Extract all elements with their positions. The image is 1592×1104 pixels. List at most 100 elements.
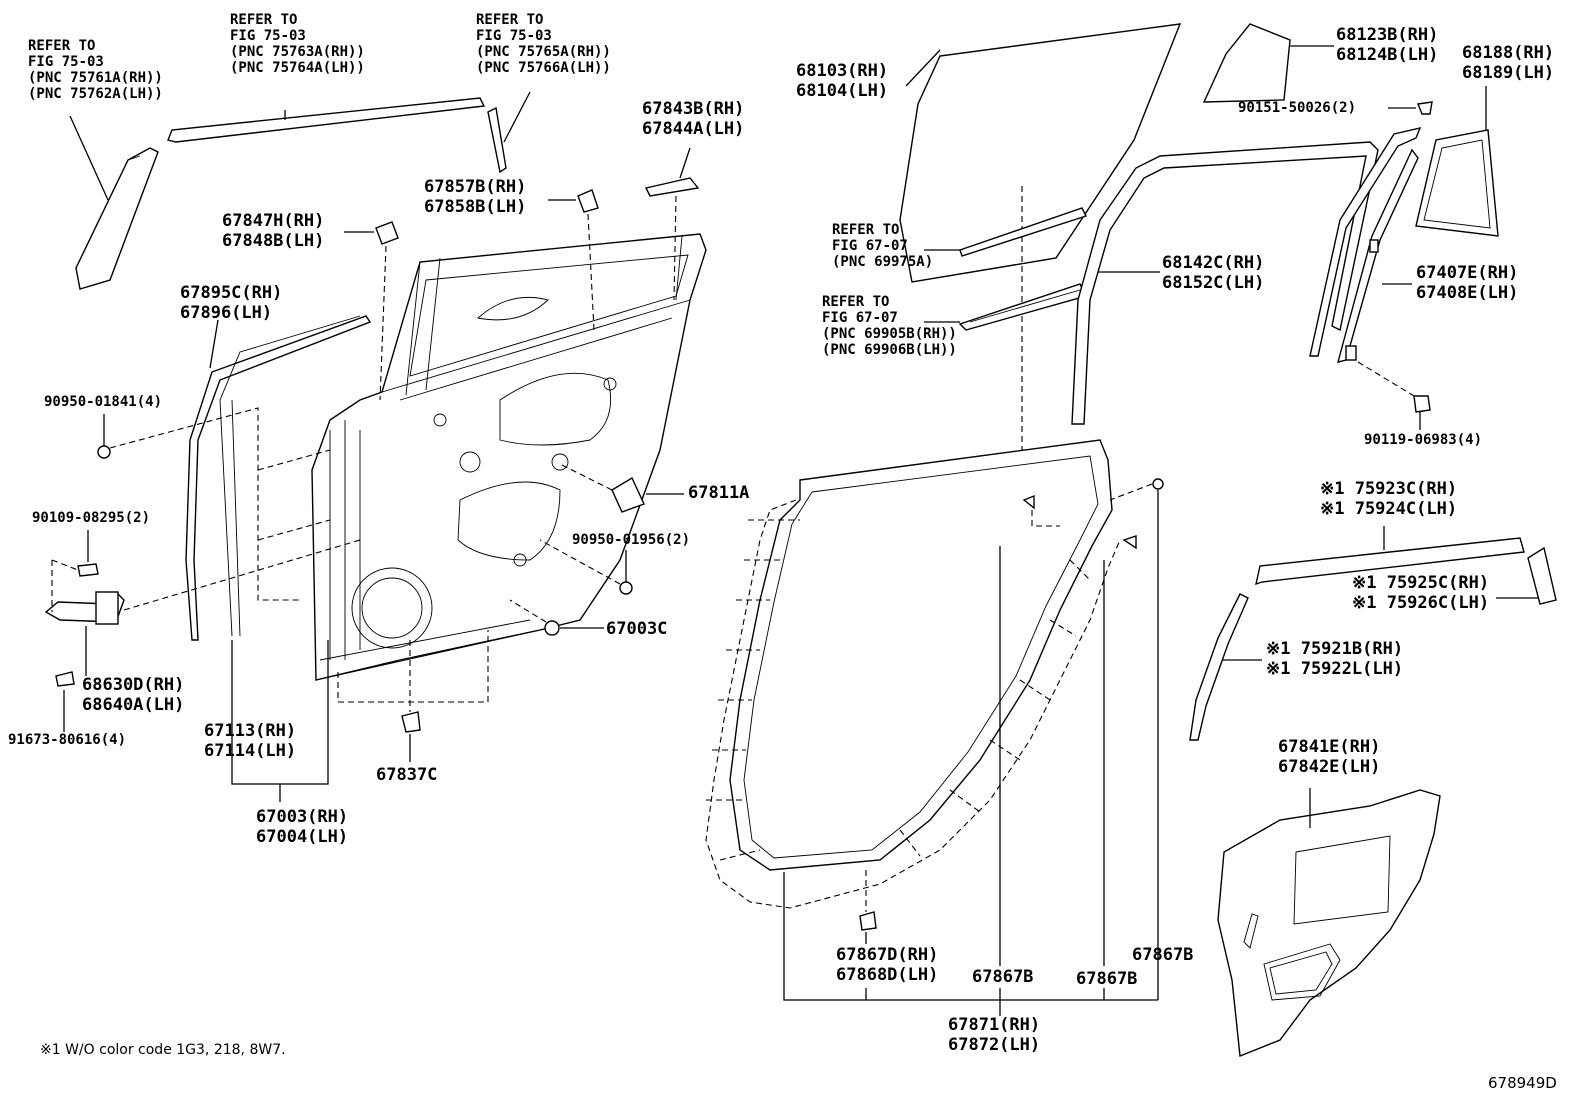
part-label-90151[interactable]: 90151-50026(2) xyxy=(1238,100,1357,116)
ref-line: FIG 75-03 xyxy=(230,28,306,45)
part-rh: 68142C(RH) xyxy=(1162,253,1265,273)
ref-line: (PNC 75766A(LH)) xyxy=(476,60,611,77)
part-label-67871[interactable]: 67871(RH)67872(LH) xyxy=(948,1015,1041,1055)
part-rh: 67857B(RH) xyxy=(424,177,527,197)
ref-line: (PNC 69975A) xyxy=(832,254,934,271)
leader xyxy=(1109,483,1153,501)
ref-line: REFER TO xyxy=(28,38,96,54)
ref-line: REFER TO xyxy=(230,12,298,28)
part-label-67003[interactable]: 67003(RH)67004(LH) xyxy=(256,807,349,847)
clip-67857 xyxy=(577,189,599,213)
door-glass xyxy=(899,23,1182,283)
clip-67837 xyxy=(401,711,421,733)
part-label-90109[interactable]: 90109-08295(2) xyxy=(32,510,151,526)
service-hole-cover xyxy=(1217,789,1441,1057)
ref-line: REFER TO xyxy=(822,294,890,310)
part-label-68630[interactable]: 68630D(RH)68640A(LH) xyxy=(82,675,185,715)
part-label-67003c[interactable]: 67003C xyxy=(606,619,668,639)
part-lh: 67872(LH) xyxy=(948,1034,1041,1055)
part-label-68103[interactable]: 68103(RH)68104(LH) xyxy=(796,61,889,101)
part-rh: 68103(RH) xyxy=(796,61,889,81)
leader xyxy=(539,539,621,585)
quarter-glass xyxy=(1202,23,1291,103)
part-rh: 68630D(RH) xyxy=(82,675,185,695)
part-lh: 67408E(LH) xyxy=(1416,282,1519,303)
part-label-67841[interactable]: 67841E(RH)67842E(LH) xyxy=(1278,737,1381,777)
part-label-67843[interactable]: 67843B(RH)67844A(LH) xyxy=(642,99,745,139)
part-rh: ※1 75921B(RH) xyxy=(1266,639,1404,659)
part-label-68123[interactable]: 68123B(RH)68124B(LH) xyxy=(1336,25,1438,65)
part-label-67811a[interactable]: 67811A xyxy=(688,483,750,503)
pillar-end-cap xyxy=(1527,546,1557,605)
ref-line: (PNC 75761A(RH)) xyxy=(28,70,163,87)
part-rh: 67841E(RH) xyxy=(1278,737,1381,757)
plug-67003c xyxy=(544,620,560,636)
ref-line: (PNC 75765A(RH)) xyxy=(476,44,611,61)
bolt-90109 xyxy=(77,563,99,577)
leader xyxy=(679,147,691,179)
part-label-67857[interactable]: 67857B(RH)67858B(LH) xyxy=(424,177,527,217)
part-lh: 68104(LH) xyxy=(796,80,889,101)
part-label-68188[interactable]: 68188(RH)68189(LH) xyxy=(1462,43,1555,83)
part-rh: 67847H(RH) xyxy=(222,211,325,231)
part-lh: ※1 75924C(LH) xyxy=(1320,498,1458,519)
leader xyxy=(209,319,219,369)
pillar-garnish-rear xyxy=(487,106,507,174)
part-label-90950-01956[interactable]: 90950-01956(2) xyxy=(572,532,691,548)
part-lh: 67004(LH) xyxy=(256,826,349,847)
roof-drip-moulding xyxy=(1255,537,1525,586)
part-label-67895[interactable]: 67895C(RH)67896(LH) xyxy=(180,283,282,323)
part-label-90119[interactable]: 90119-06983(4) xyxy=(1364,432,1483,448)
part-label-75925[interactable]: ※1 75925C(RH)※1 75926C(LH) xyxy=(1352,573,1489,613)
clip-90950-b xyxy=(619,581,633,595)
part-rh: 67407E(RH) xyxy=(1416,263,1519,283)
leader xyxy=(231,640,329,785)
leader xyxy=(905,49,941,87)
rear-door-panel xyxy=(311,233,707,681)
part-label-67867b-1[interactable]: 67867B xyxy=(972,967,1034,987)
pad-67811a xyxy=(611,476,645,513)
part-label-67867b-2[interactable]: 67867B xyxy=(1076,969,1138,989)
door-outer-weatherstrip xyxy=(185,315,372,641)
part-label-67113[interactable]: 67113(RH)67114(LH) xyxy=(204,721,296,761)
part-label-75921[interactable]: ※1 75921B(RH)※1 75922L(LH) xyxy=(1266,639,1404,679)
ref-line: (PNC 75763A(RH)) xyxy=(230,44,365,61)
door-weatherstrip xyxy=(729,439,1113,871)
leader xyxy=(123,539,361,611)
clip-67867b-1 xyxy=(1022,494,1035,510)
door-liner xyxy=(219,315,361,637)
part-label-67867d[interactable]: 67867D(RH)67868D(LH) xyxy=(836,945,938,985)
part-lh: ※1 75922L(LH) xyxy=(1266,658,1404,679)
part-label-67837[interactable]: 67837C xyxy=(376,765,438,785)
part-lh: 67844A(LH) xyxy=(642,118,745,139)
screw-90119 xyxy=(1413,395,1431,413)
part-label-67407[interactable]: 67407E(RH)67408E(LH) xyxy=(1416,263,1519,303)
leader xyxy=(379,245,387,401)
part-label-67867b-3[interactable]: 67867B xyxy=(1132,945,1194,965)
part-label-90950-01841[interactable]: 90950-01841(4) xyxy=(44,394,163,410)
belt-moulding-inner xyxy=(959,207,1087,257)
ref-line: (PNC 69906B(LH)) xyxy=(822,342,957,359)
part-label-67847[interactable]: 67847H(RH)67848B(LH) xyxy=(222,211,325,251)
part-rh: 68188(RH) xyxy=(1462,43,1555,63)
ref-line: FIG 67-07 xyxy=(832,238,908,255)
part-lh: 68189(LH) xyxy=(1462,62,1555,83)
part-label-68142[interactable]: 68142C(RH)68152C(LH) xyxy=(1162,253,1265,293)
leader xyxy=(337,630,489,703)
door-check xyxy=(44,591,125,625)
bolt-91673 xyxy=(55,671,75,687)
leader xyxy=(1357,361,1425,403)
part-label-91673[interactable]: 91673-80616(4) xyxy=(8,732,127,748)
division-bar xyxy=(1309,127,1422,363)
part-label-75923[interactable]: ※1 75923C(RH)※1 75924C(LH) xyxy=(1320,479,1458,519)
leader xyxy=(69,115,109,201)
ref-line: REFER TO xyxy=(476,12,544,28)
belt-moulding-outer xyxy=(958,283,1088,331)
ref-line: (PNC 69905B(RH)) xyxy=(822,326,957,343)
part-rh: 67871(RH) xyxy=(948,1015,1041,1035)
